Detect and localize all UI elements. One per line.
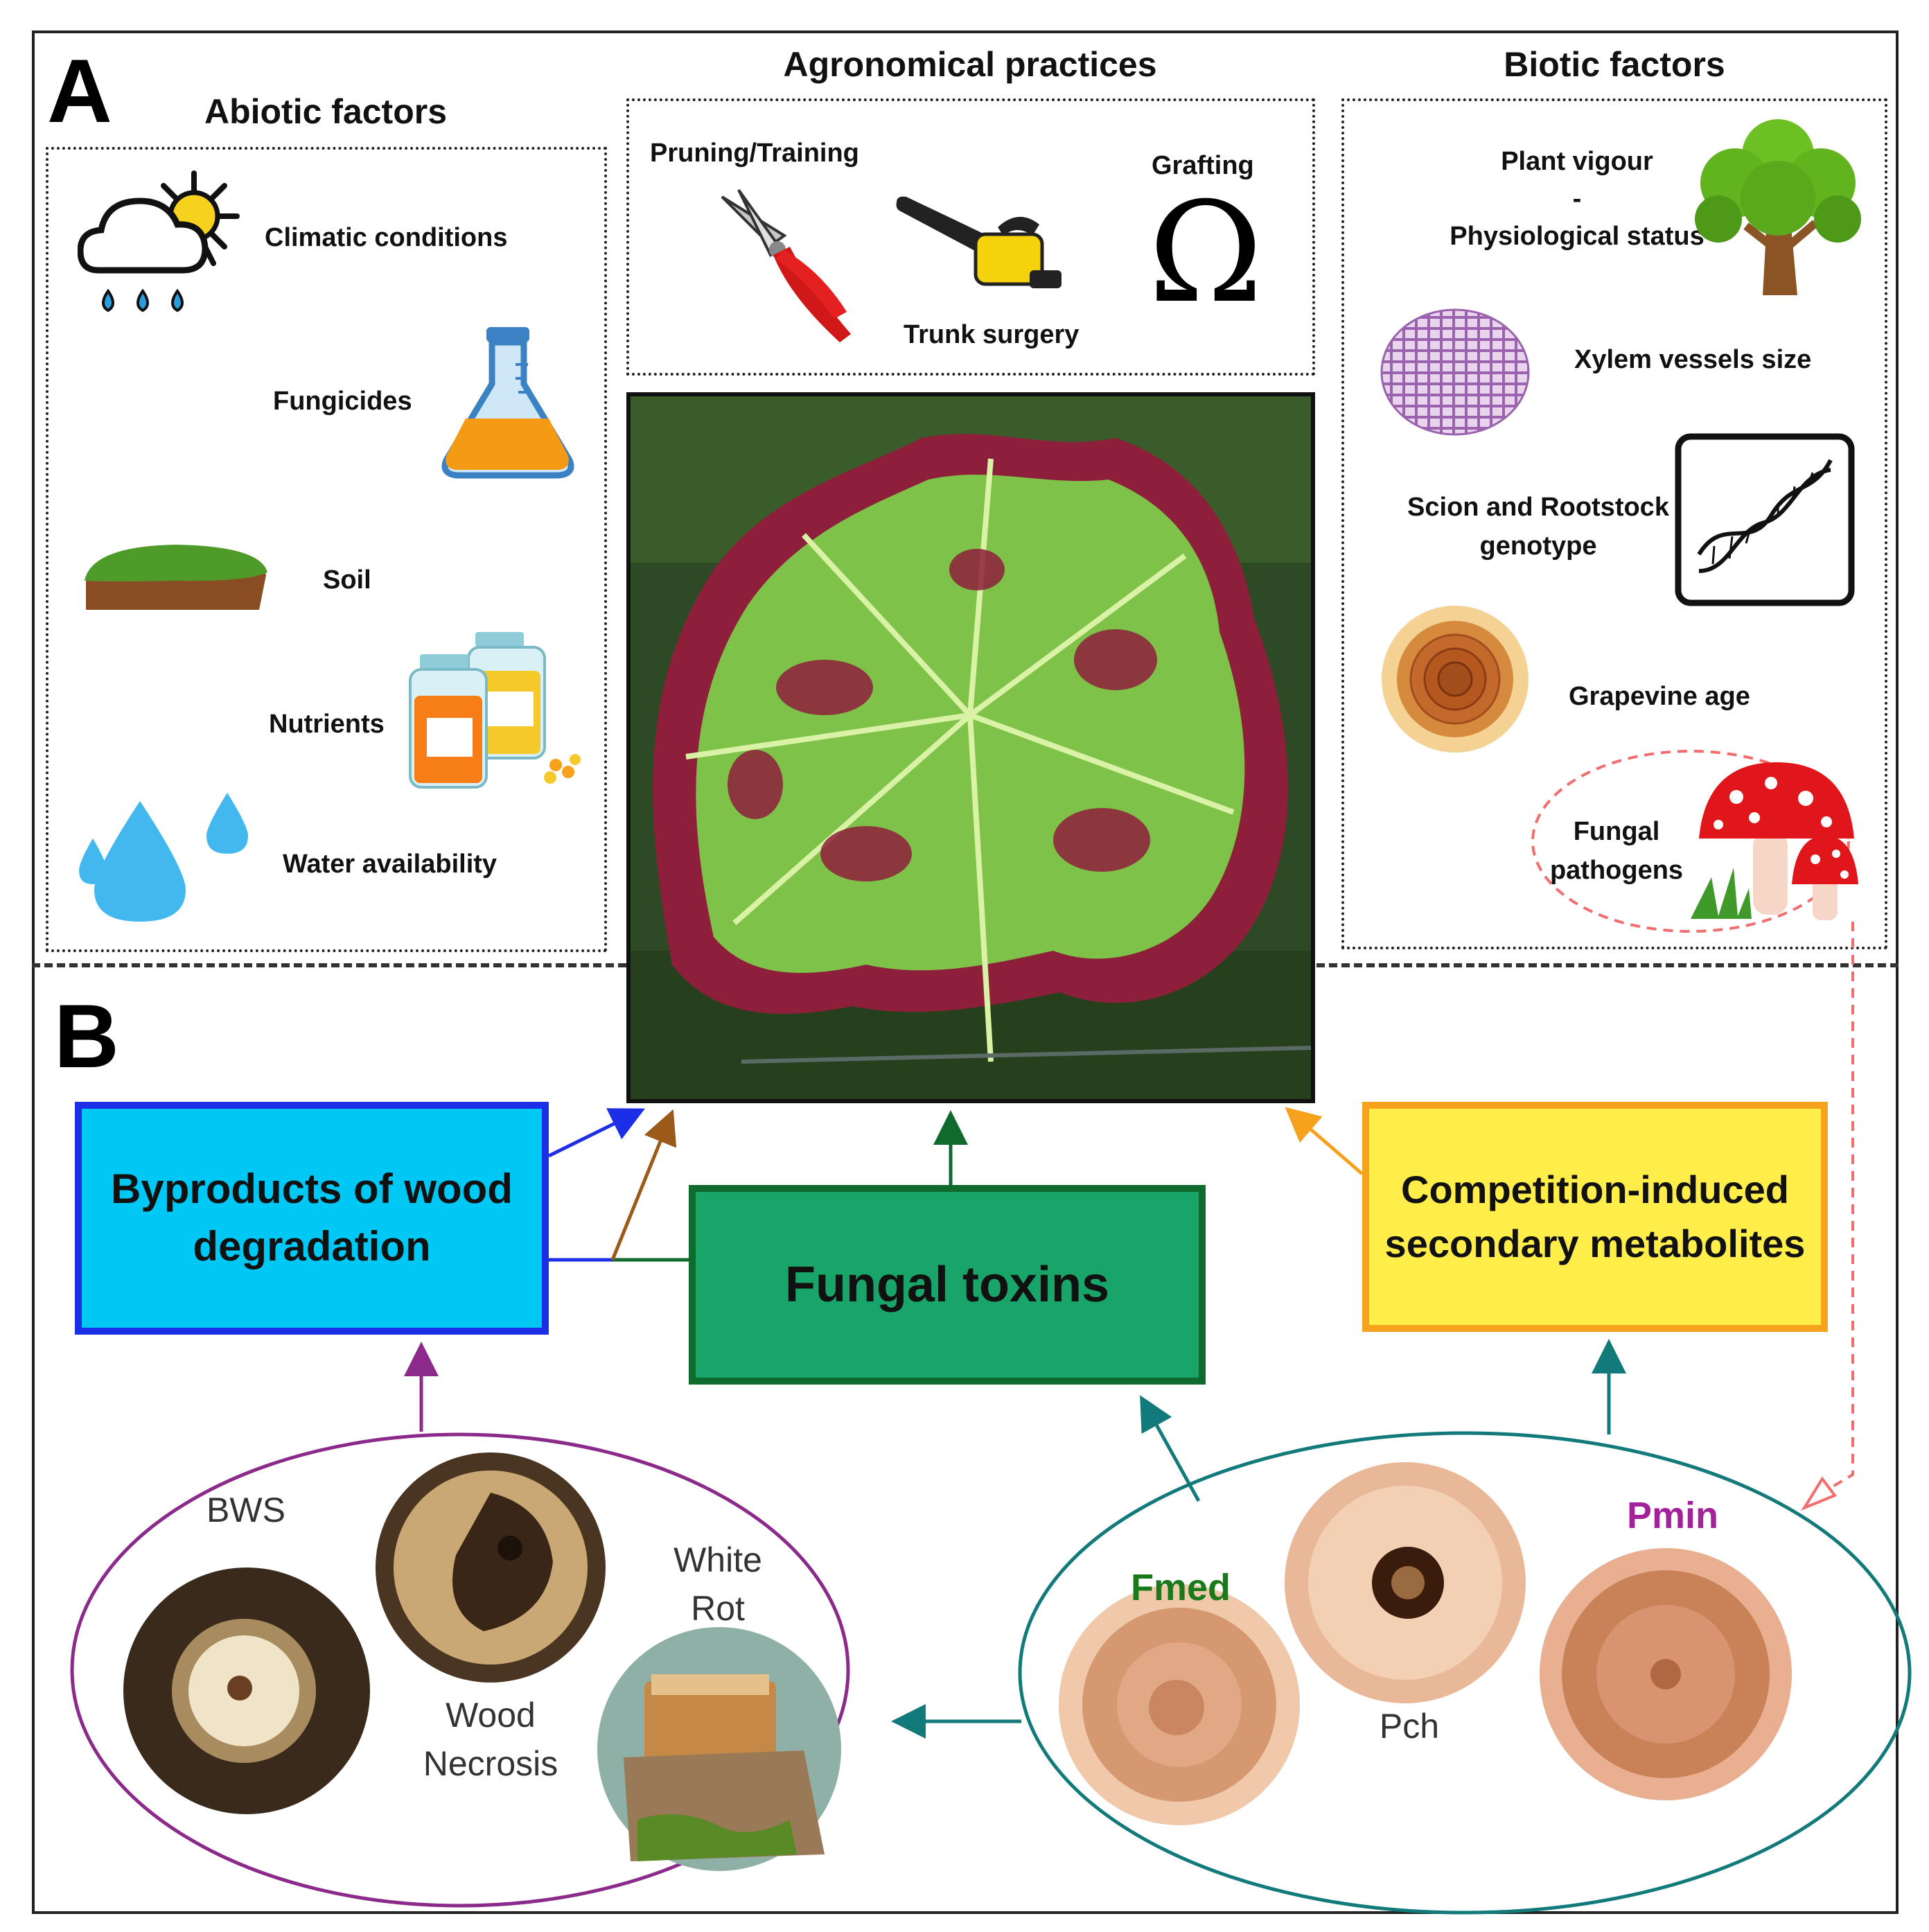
grapevine-leaf-image (631, 396, 1311, 1099)
white-rot-photo (597, 1627, 841, 1871)
genotype-text: genotype (1479, 532, 1597, 561)
plant-vigour-label: Plant vigour - Physiological status (1438, 143, 1716, 255)
grafting-omega-icon: Ω (1148, 173, 1263, 334)
soil-label: Soil (323, 565, 371, 595)
fungicide-flask-icon (441, 327, 574, 479)
mushroom-icon (1691, 762, 1858, 920)
xylem-label: Xylem vessels size (1574, 345, 1812, 374)
chainsaw-icon (896, 196, 1062, 288)
biotic-box (1341, 98, 1887, 949)
fmed-culture-plate (1059, 1584, 1300, 1825)
pruning-label: Pruning/Training (650, 139, 859, 168)
agronomical-box (626, 98, 1315, 376)
bws-label: BWS (206, 1491, 285, 1529)
wood-rings-icon (1382, 606, 1529, 753)
physiological-status-text: Physiological status (1450, 222, 1705, 251)
fungal-pathogens-label: Fungal pathogens (1523, 812, 1710, 890)
fungicides-label: Fungicides (273, 387, 412, 416)
pruning-shears-icon (721, 188, 851, 342)
white-text: White (673, 1540, 762, 1579)
dna-icon (1675, 433, 1855, 606)
fungal-text: Fungal (1573, 817, 1660, 846)
panel-a-label: A (47, 40, 112, 141)
pmin-culture-plate (1540, 1548, 1792, 1800)
plant-vigour-dash: - (1572, 184, 1582, 213)
rot-text: Rot (691, 1589, 745, 1628)
metabolites-line-2: secondary metabolites (1384, 1222, 1806, 1265)
byproducts-box: Byproducts of wood degradation (75, 1102, 549, 1335)
fmed-label: Fmed (1130, 1567, 1231, 1608)
xylem-icon (1380, 308, 1530, 436)
soil-icon (85, 545, 267, 610)
agronomical-title: Agronomical practices (783, 45, 1157, 84)
white-rot-label: White Rot (642, 1536, 794, 1633)
grafting-label: Grafting (1152, 151, 1254, 180)
fungal-toxins-box: Fungal toxins (689, 1185, 1206, 1385)
wood-text: Wood (446, 1696, 536, 1735)
climatic-label: Climatic conditions (265, 223, 508, 252)
metabolites-line-1: Competition-induced (1401, 1167, 1789, 1211)
pathogens-text: pathogens (1549, 856, 1684, 885)
trunk-surgery-label: Trunk surgery (904, 320, 1080, 349)
bws-photo (123, 1567, 370, 1814)
panel-b-label: B (54, 985, 119, 1087)
tree-icon (1695, 119, 1861, 295)
plant-vigour-text: Plant vigour (1501, 147, 1653, 176)
figure-frame (32, 30, 1899, 1914)
byproducts-line-2: degradation (193, 1223, 431, 1270)
water-drops-icon (79, 793, 248, 922)
leaf-symptoms-photo (626, 392, 1315, 1103)
abiotic-box (46, 147, 607, 952)
abiotic-title: Abiotic factors (204, 92, 448, 131)
water-label: Water availability (283, 850, 497, 879)
weather-icon (78, 170, 240, 313)
necrosis-text: Necrosis (423, 1744, 558, 1783)
pmin-label: Pmin (1626, 1495, 1719, 1536)
biotic-title: Biotic factors (1504, 45, 1725, 84)
pch-culture-plate (1285, 1462, 1526, 1703)
nutrients-label: Nutrients (269, 710, 385, 739)
byproducts-line-1: Byproducts of wood (111, 1166, 513, 1213)
grapevine-age-label: Grapevine age (1569, 682, 1750, 711)
nutrients-bottles-icon (409, 632, 581, 789)
scion-rootstock-text: Scion and Rootstock (1407, 493, 1669, 522)
wood-necrosis-label: Wood Necrosis (400, 1691, 581, 1788)
wood-necrosis-photo (376, 1452, 606, 1683)
pch-label: Pch (1379, 1707, 1440, 1746)
metabolites-box: Competition-induced secondary metabolites (1362, 1102, 1828, 1332)
genotype-label: Scion and Rootstock genotype (1393, 488, 1684, 565)
